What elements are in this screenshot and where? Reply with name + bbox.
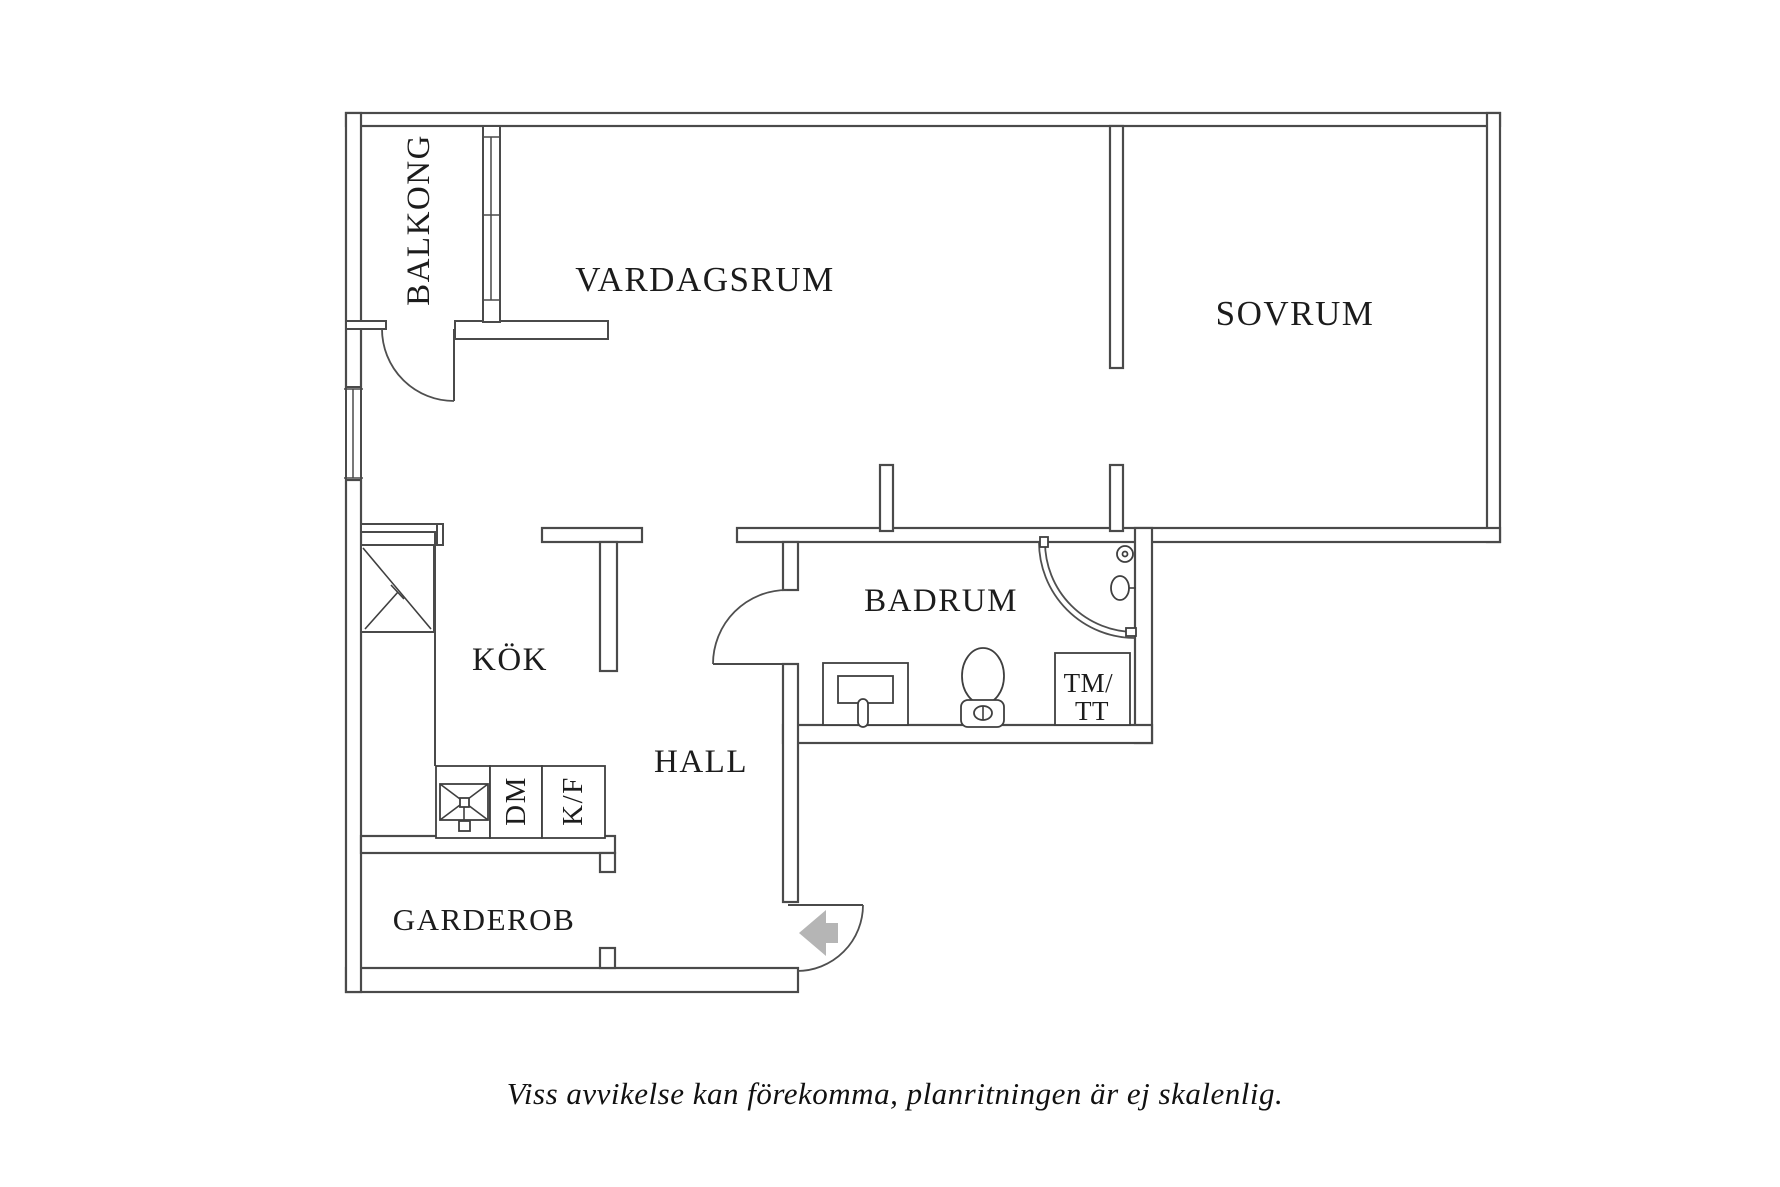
entry-arrow-icon [799, 910, 838, 956]
wall-left-lower [344, 478, 363, 994]
wall-left-upper [344, 111, 363, 390]
dishwasher-label: DM [500, 776, 532, 826]
shaft-icon [360, 544, 435, 633]
wall-garderob-right-upper [598, 851, 617, 874]
wall-balcony-bottom-left [345, 320, 387, 330]
wall-garderob-right-lower [598, 946, 617, 970]
badrum-door-swing-icon [712, 589, 788, 665]
wall-bottom [344, 966, 800, 994]
wall-badrum-right [1133, 526, 1154, 745]
wall-hall-right-upper [781, 540, 800, 592]
room-hall-label: HALL [654, 744, 748, 780]
bathroom-sink-icon [822, 662, 909, 728]
caption-text: Viss avvikelse kan förekomma, planritnin… [507, 1076, 1283, 1111]
toilet-icon [960, 647, 1005, 728]
balcony-door-swing-icon [381, 328, 455, 402]
room-garderob-label: GARDEROB [393, 902, 576, 937]
kitchen-sink-icon [439, 783, 489, 832]
wall-top [344, 111, 1502, 128]
left-window-icon [344, 386, 363, 481]
room-balkong-label: BALKONG [401, 134, 437, 306]
washer-dryer-box [1054, 652, 1131, 726]
wall-kitchen-north-return [436, 523, 444, 546]
balcony-window-icon [482, 125, 501, 323]
wall-right [1485, 111, 1502, 544]
fridge-freezer-label: K/F [557, 776, 589, 826]
wall-vardagsrum-sovrum-upper [1108, 124, 1125, 370]
wall-vardagsrum-sovrum-lower [1108, 463, 1125, 533]
room-vardagsrum-label: VARDAGSRUM [575, 260, 834, 299]
entrance-door-swing-icon [788, 904, 864, 972]
wall-kitchen-t-stem [598, 540, 619, 673]
room-badrum-label: BADRUM [864, 583, 1018, 619]
wall-kitchen-t-bar [540, 526, 644, 544]
room-sovrum-label: SOVRUM [1216, 294, 1375, 333]
wall-vardagsrum-southwest [454, 320, 609, 340]
wall-stub-vardagsrum [878, 463, 895, 533]
shower-icon [1038, 536, 1137, 639]
washer-dryer-label: TM/ TT [1064, 668, 1121, 726]
room-kok-label: KÖK [472, 642, 548, 678]
wall-hall-right-lower [781, 662, 800, 904]
wall-kitchen-north-stub [360, 523, 444, 533]
